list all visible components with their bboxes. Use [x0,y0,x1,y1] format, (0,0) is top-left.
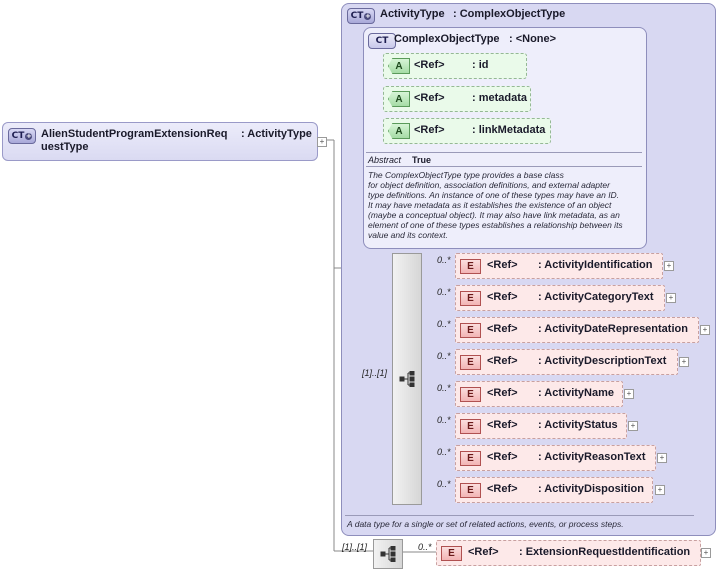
element-ref: <Ref> [487,451,518,463]
activity-type-title: ActivityType [380,8,445,20]
root-name-line1: AlienStudentProgramExtensionReq [41,128,228,140]
element-occurrence: 0..* [437,447,451,457]
element-occurrence: 0..* [437,351,451,361]
element-name: : ActivityReasonText [538,451,646,463]
element-icon: E [460,355,481,370]
sequence-icon [380,546,396,562]
activity-type-description: A data type for a single or set of relat… [347,519,624,529]
element-ref: <Ref> [487,323,518,335]
element-ref: <Ref> [487,483,518,495]
attribute-name: : linkMetadata [472,124,546,136]
element-icon: E [460,419,481,434]
element-occurrence: 0..* [437,319,451,329]
element-occurrence: 0..* [437,479,451,489]
element-activity-status[interactable]: E <Ref> : ActivityStatus [455,413,627,439]
element-occurrence: 0..* [418,542,432,552]
element-name: : ActivityStatus [538,419,618,431]
extension-sequence-occurrence: [1]..[1] [342,542,368,552]
element-name: : ActivityDateRepresentation [538,323,688,335]
element-activity-disposition[interactable]: E <Ref> : ActivityDisposition [455,477,653,503]
element-activity-reason-text[interactable]: E <Ref> : ActivityReasonText [455,445,656,471]
element-activity-name[interactable]: E <Ref> : ActivityName [455,381,623,407]
element-name: : ExtensionRequestIdentification [519,546,691,558]
element-icon: E [460,259,481,274]
divider [366,166,642,167]
base-type-title: ComplexObjectType [394,33,500,45]
element-activity-identification[interactable]: E <Ref> : ActivityIdentification [455,253,663,279]
attribute-ref: <Ref> [414,124,445,136]
element-activity-category-text[interactable]: E <Ref> : ActivityCategoryText [455,285,665,311]
element-icon: E [460,291,481,306]
attribute-ref: <Ref> [414,59,445,71]
element-expander[interactable]: + [666,293,676,303]
root-type-label: : ActivityType [241,128,312,140]
element-occurrence: 0..* [437,415,451,425]
element-ref: <Ref> [487,355,518,367]
root-complex-type[interactable]: CT+ AlienStudentProgramExtensionReq : Ac… [2,122,327,161]
element-occurrence: 0..* [437,287,451,297]
base-type-description: The ComplexObjectType type provides a ba… [368,170,623,240]
element-expander[interactable]: + [700,325,710,335]
sequence-icon [399,371,415,387]
attribute-name: : metadata [472,92,528,104]
element-name: : ActivityName [538,387,615,399]
element-expander[interactable]: + [679,357,689,367]
element-name: : ActivityDisposition [538,483,644,495]
extension-sequence-compositor[interactable] [373,539,403,569]
element-ref: <Ref> [468,546,499,558]
root-expander[interactable]: + [317,137,327,147]
element-expander[interactable]: + [655,485,665,495]
element-ref: <Ref> [487,419,518,431]
element-occurrence: 0..* [437,255,451,265]
attribute-icon: A [388,123,410,139]
attribute-ref: <Ref> [414,92,445,104]
abstract-value: True [412,155,432,165]
sequence-compositor[interactable] [392,253,422,505]
attribute-metadata[interactable]: A <Ref> : metadata [383,86,531,112]
element-activity-description-text[interactable]: E <Ref> : ActivityDescriptionText [455,349,678,375]
element-expander[interactable]: + [657,453,667,463]
divider [366,152,642,153]
element-extension-request-identification[interactable]: E <Ref> : ExtensionRequestIdentification [436,540,701,566]
attribute-icon: A [388,91,410,107]
element-name: : ActivityIdentification [538,259,653,271]
element-icon: E [460,323,481,338]
element-ref: <Ref> [487,259,518,271]
element-expander[interactable]: + [664,261,674,271]
element-icon: E [460,483,481,498]
complex-type-icon: CT+ [8,128,36,144]
element-name: : ActivityDescriptionText [538,355,667,367]
element-icon: E [460,387,481,402]
element-expander[interactable]: + [701,548,711,558]
element-icon: E [460,451,481,466]
element-ref: <Ref> [487,387,518,399]
element-expander[interactable]: + [624,389,634,399]
sequence-occurrence: [1]..[1] [362,368,388,378]
attribute-linkmetadata[interactable]: A <Ref> : linkMetadata [383,118,551,144]
activity-type-base-label: : ComplexObjectType [453,8,566,20]
attribute-icon: A [388,58,410,74]
element-icon: E [441,546,462,561]
element-expander[interactable]: + [628,421,638,431]
abstract-label: Abstract [368,155,402,165]
element-activity-date-representation[interactable]: E <Ref> : ActivityDateRepresentation [455,317,699,343]
complex-type-icon: CT [368,33,396,49]
divider [345,515,694,516]
element-occurrence: 0..* [437,383,451,393]
base-type-none-label: : <None> [509,33,557,45]
element-ref: <Ref> [487,291,518,303]
attribute-name: : id [472,59,489,71]
root-name-line2: uestType [41,141,89,153]
complex-type-icon: CT+ [347,8,375,24]
element-name: : ActivityCategoryText [538,291,654,303]
attribute-id[interactable]: A <Ref> : id [383,53,527,79]
